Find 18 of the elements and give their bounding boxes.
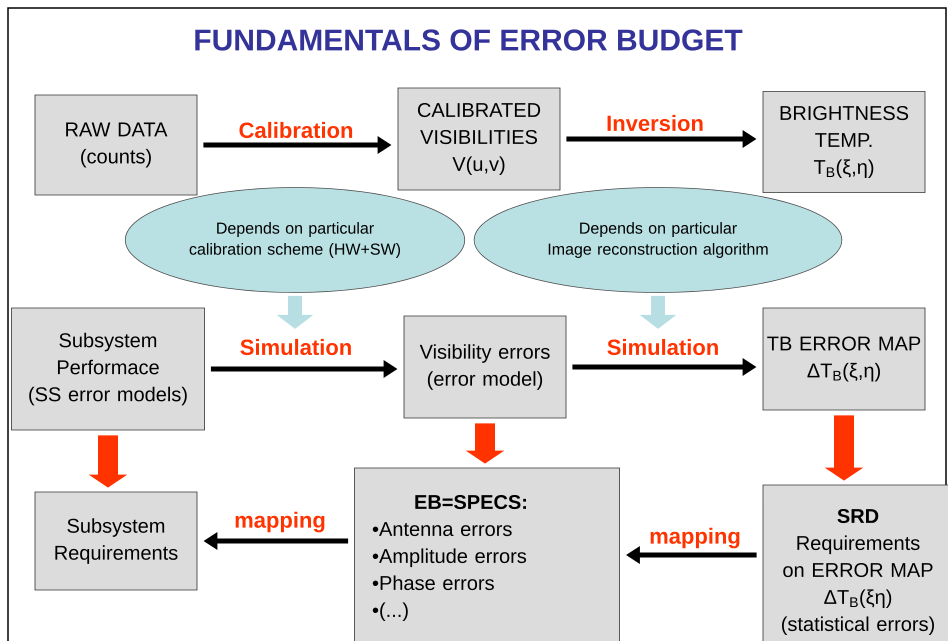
process-box: TB ERROR MAP ΔT$_{B}$(ξ,η) (762, 308, 926, 410)
title: FUNDAMENTALS OF ERROR BUDGET (195, 29, 742, 51)
edge-label: Calibration (238, 120, 354, 140)
process-box: SRD Requirements on ERROR MAP ΔT$_{B}$(ξη) (statistical errors) (762, 484, 948, 641)
process-box: Visibility errors (error model) (404, 316, 566, 418)
edge-label: Simulation (238, 338, 354, 356)
process-box: Subsystem Requirements (34, 492, 198, 590)
edge-label: Inversion (605, 114, 705, 132)
process-box: EB=SPECS: •Antenna errors •Amplitude errors •Phase errors •(...) (354, 468, 620, 641)
process-box: CALIBRATED VISIBILITIES V(u,v) (398, 88, 560, 190)
edge-label: mapping (233, 510, 327, 534)
process-box: RAW DATA (counts) (34, 94, 198, 196)
oval-note: Depends on particular calibration scheme (HW+SW) (124, 187, 466, 293)
process-box: BRIGHTNESS TEMP. T$_{B}$(ξ,η) (762, 91, 926, 193)
edge-label: Simulation (606, 338, 720, 356)
edge-label: mapping (648, 526, 742, 550)
process-box: Subsystem Performace (SS error models) (11, 308, 205, 430)
oval-note: Depends on particular Image reconstruction algorithm (474, 187, 842, 293)
